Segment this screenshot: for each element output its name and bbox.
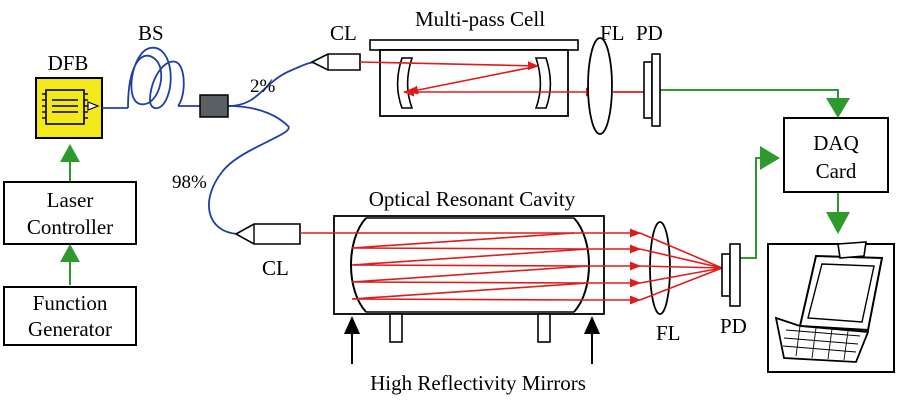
optical-resonant-cavity (333, 215, 605, 343)
dfb-laser-chip-icon (35, 77, 103, 139)
focused-beams (639, 232, 723, 301)
split-98-label: 98% (172, 172, 207, 193)
pd-top-label: PD (636, 21, 663, 45)
cavity-beams (300, 228, 642, 305)
resonant-cavity-label: Optical Resonant Cavity (369, 187, 576, 211)
signal-arrowhead (826, 212, 850, 234)
cl-bottom-label: CL (262, 256, 289, 280)
signal-pd-bottom-to-daq (740, 157, 764, 259)
signal-arrowhead (760, 146, 780, 170)
laser-controller-label-line1: Laser (47, 188, 94, 212)
signal-lines (60, 89, 850, 285)
function-generator-box: Function Generator (3, 286, 137, 346)
collimator-top (310, 53, 361, 71)
cavity-support-left (389, 313, 403, 343)
split-2-label: 2% (250, 76, 276, 97)
function-generator-label-line2: Generator (28, 317, 112, 341)
daq-label-line2: Card (816, 159, 857, 183)
signal-arrowhead (60, 244, 80, 262)
laptop-icon (767, 241, 895, 373)
focusing-lens-top (587, 37, 613, 135)
cl-top-label: CL (330, 21, 357, 45)
signal-pd-top-to-daq (660, 89, 839, 104)
function-generator-label-line1: Function (33, 291, 108, 315)
signal-arrowhead (826, 98, 850, 118)
photodetector-bottom (721, 243, 741, 307)
fiber-splitter (199, 94, 229, 118)
bs-label: BS (138, 21, 164, 45)
focusing-lens-bottom (649, 221, 671, 315)
laser-controller-label-line2: Controller (27, 215, 113, 239)
multipass-cell-label: Multi-pass Cell (415, 7, 545, 31)
fl-bottom-label: FL (656, 321, 681, 345)
mirrors-label: High Reflectivity Mirrors (370, 371, 586, 395)
signal-arrowhead (60, 144, 80, 162)
dfb-label: DFB (48, 51, 89, 75)
photodetector-top (643, 53, 661, 127)
cavity-support-right (537, 313, 551, 343)
daq-card-box: DAQ Card (783, 117, 889, 193)
collimator-bottom (234, 223, 301, 245)
multipass-cell (369, 39, 579, 117)
laser-controller-box: Laser Controller (3, 181, 137, 245)
daq-label-line1: DAQ (813, 131, 859, 155)
mirror-arrows (344, 316, 600, 364)
pd-bottom-label: PD (720, 314, 747, 338)
